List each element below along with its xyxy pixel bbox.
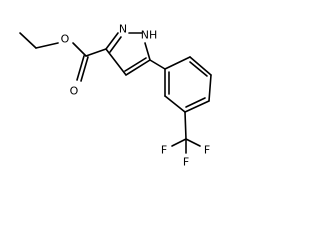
bond-c5-c4-a	[125, 59, 151, 76]
bond-ethyl-terminal	[19, 32, 37, 49]
chemical-structure: O O N NH F F F	[19, 23, 212, 169]
bond-carbonyl-double-b	[80, 56, 89, 82]
atom-nitrogen: N	[119, 23, 127, 36]
bond-c3-n2-b	[109, 36, 122, 53]
bond-phenyl-cf3	[184, 111, 187, 140]
atom-fluorine-left: F	[161, 144, 167, 157]
bond-phenyl-3	[208, 74, 212, 102]
atom-fluorine-right: F	[204, 144, 210, 157]
bond-c3-n2-a	[105, 32, 119, 50]
bond-phenyl-2-inner	[189, 61, 208, 77]
bond-phenyl-4-inner	[185, 97, 206, 108]
bond-c4-c3	[105, 48, 127, 76]
bond-phenyl-2	[189, 56, 212, 76]
bond-c5-c4-b	[124, 57, 147, 72]
bond-cf3-f-left	[171, 138, 187, 147]
atom-fluorine-bottom: F	[183, 156, 189, 169]
bond-ethyl-ch2-o	[35, 42, 59, 49]
bond-cf3-f-right	[185, 138, 201, 147]
bond-phenyl-5	[164, 95, 186, 113]
bond-o-carbonyl-carbon	[72, 42, 87, 57]
bond-carbonyl-pyrazole	[85, 48, 107, 57]
atom-nitrogen-h: NH	[141, 29, 158, 42]
atom-oxygen-ester: O	[61, 33, 70, 46]
bond-phenyl-4	[184, 100, 210, 113]
bond-n1-c5	[144, 42, 151, 61]
bond-pyrazole-phenyl	[149, 59, 166, 70]
bond-carbonyl-double-a	[76, 55, 85, 81]
atom-oxygen-carbonyl: O	[70, 85, 79, 98]
bond-phenyl-1	[164, 56, 191, 70]
